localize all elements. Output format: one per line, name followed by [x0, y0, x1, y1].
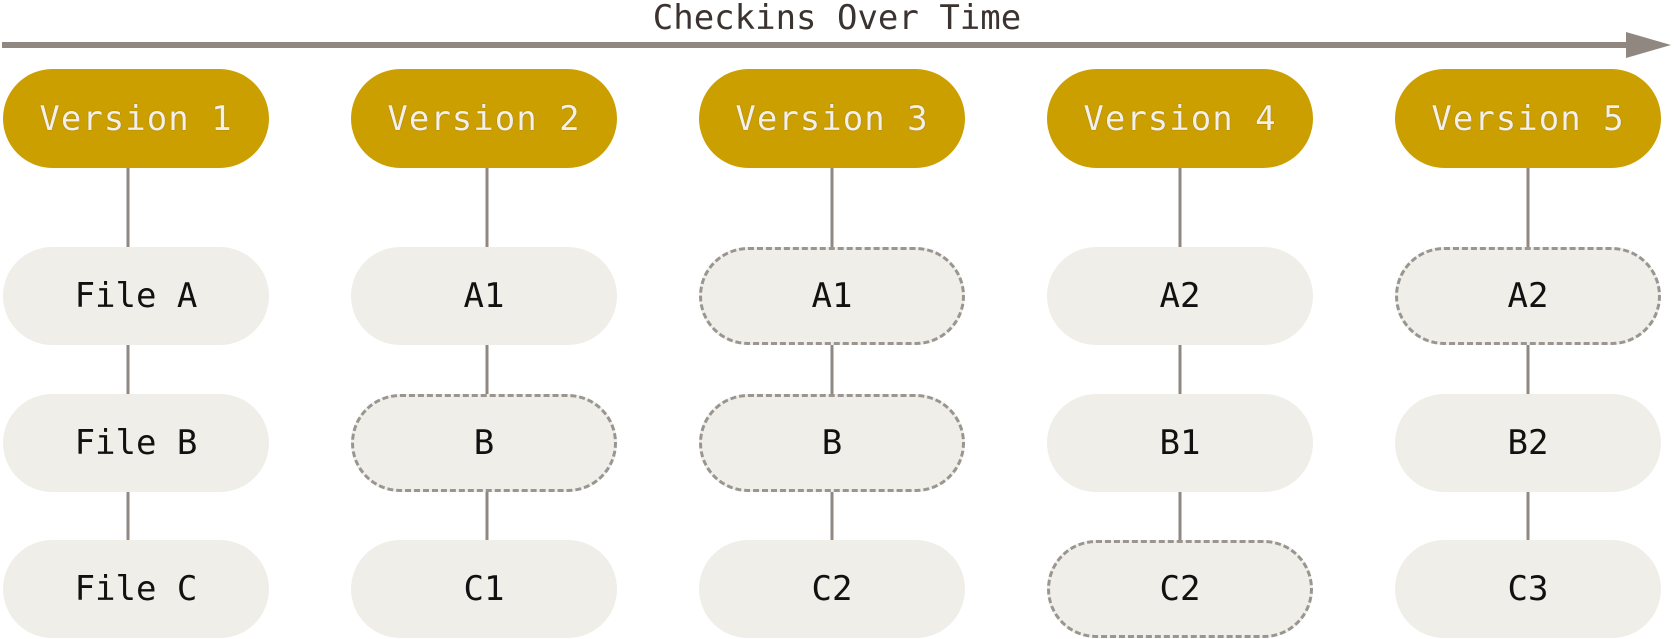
unchanged-file-node: A1: [699, 247, 965, 345]
file-node: B1: [1047, 394, 1313, 492]
diagram-title: Checkins Over Time: [652, 0, 1022, 38]
version-4-node: Version 4: [1047, 69, 1313, 168]
file-node: C3: [1395, 540, 1661, 638]
file-node: A1: [351, 247, 617, 345]
version-2-node: Version 2: [351, 69, 617, 168]
file-node: B2: [1395, 394, 1661, 492]
unchanged-file-node: A2: [1395, 247, 1661, 345]
arrow-head-icon: [1626, 32, 1671, 58]
version-1-node: Version 1: [3, 69, 269, 168]
file-node: File A: [3, 247, 269, 345]
unchanged-file-node: C2: [1047, 540, 1313, 638]
file-node: A2: [1047, 247, 1313, 345]
file-node: C2: [699, 540, 965, 638]
version-5-node: Version 5: [1395, 69, 1661, 168]
version-3-node: Version 3: [699, 69, 965, 168]
unchanged-file-node: B: [351, 394, 617, 492]
file-node: File C: [3, 540, 269, 638]
file-node: C1: [351, 540, 617, 638]
unchanged-file-node: B: [699, 394, 965, 492]
file-node: File B: [3, 394, 269, 492]
